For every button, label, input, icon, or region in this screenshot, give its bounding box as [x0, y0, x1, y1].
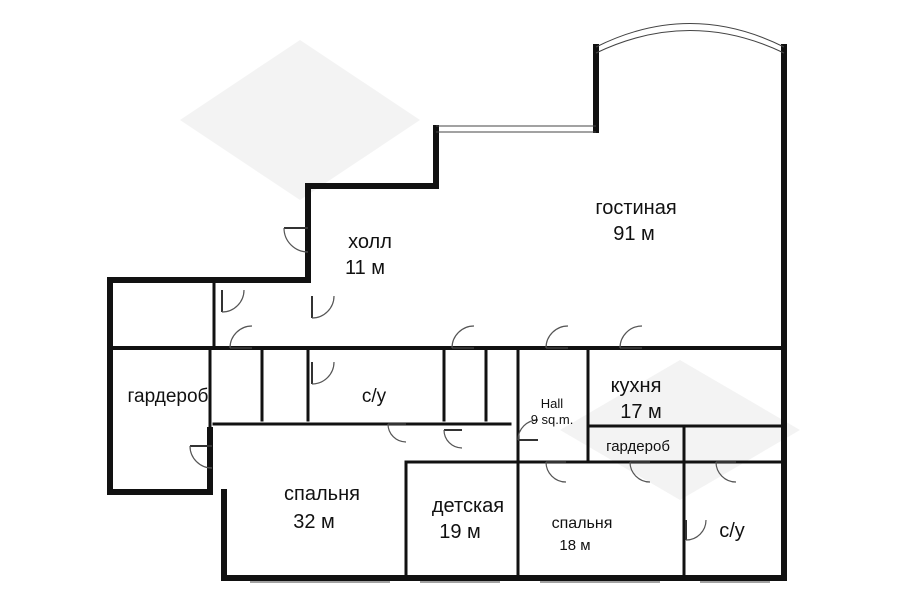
door-hall-left [229, 325, 253, 349]
kitchen-area: 17 м [620, 401, 662, 423]
door-wardrobe-small [629, 461, 651, 483]
door-closet-1 [221, 289, 245, 313]
kids-room-name: детская [432, 495, 504, 517]
door-bath [311, 361, 335, 385]
living-room-name: гостиная [595, 197, 676, 219]
door-kitchen [619, 325, 643, 349]
hall-small-area: 9 sq.m. [531, 412, 574, 427]
door-wardrobe-left [189, 445, 213, 469]
outer-walls [107, 44, 787, 581]
door-hall-small-2 [517, 419, 539, 441]
hall-name: холл [348, 231, 392, 253]
living-room-area: 91 м [613, 223, 655, 245]
doors [189, 227, 737, 541]
door-store [451, 325, 475, 349]
wardrobe-small-name: гардероб [606, 438, 670, 455]
door-hall-small [545, 325, 569, 349]
door-entrance [283, 227, 309, 253]
door-bedroom-big [387, 423, 407, 443]
door-bedroom-small [545, 461, 567, 483]
bathroom-top-name: с/у [362, 386, 387, 407]
door-kids [443, 429, 463, 449]
wardrobe-left-name: гардероб [128, 386, 209, 407]
bedroom-big-name: спальня [284, 483, 360, 505]
bedroom-small-name: спальня [552, 515, 613, 532]
kids-room-area: 19 м [439, 521, 481, 543]
window-top [436, 125, 596, 133]
hall-small-name: Hall [541, 396, 564, 411]
bathroom-right-name: с/у [719, 520, 745, 542]
room-labels: гостиная 91 м холл 11 м гардероб с/у Hal… [128, 197, 745, 554]
bay-window [595, 23, 785, 54]
bedroom-small-area: 18 м [559, 537, 590, 554]
bedroom-big-area: 32 м [293, 511, 335, 533]
kitchen-name: кухня [611, 375, 662, 397]
door-bath-right [715, 461, 737, 483]
door-bath-right-2 [685, 519, 707, 541]
watermark [180, 40, 800, 500]
hall-area: 11 м [345, 257, 385, 279]
door-closet-2 [311, 295, 335, 319]
